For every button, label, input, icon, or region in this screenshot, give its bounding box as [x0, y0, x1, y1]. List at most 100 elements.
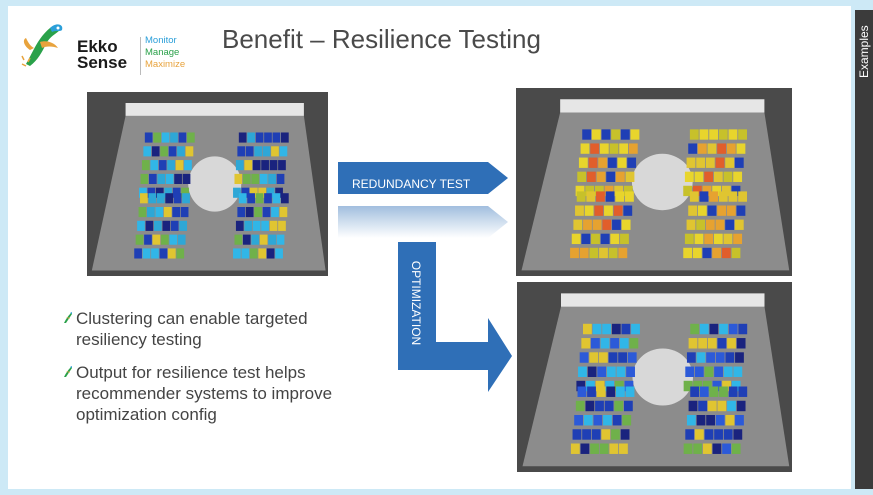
rack-unit — [605, 380, 615, 392]
rack-unit — [591, 233, 600, 245]
rack-unit — [707, 143, 717, 154]
redundancy-test-label: REDUNDANCY TEST — [352, 177, 471, 191]
rack-unit — [606, 386, 616, 397]
rack-unit — [276, 173, 285, 184]
rack-unit — [577, 386, 587, 397]
rack-unit — [704, 366, 714, 377]
gecko-bullet-icon — [64, 366, 72, 377]
rack-unit — [233, 187, 241, 198]
rack-unit — [683, 185, 693, 197]
rack-unit — [704, 429, 714, 440]
rack-unit — [726, 143, 736, 154]
rack-unit — [261, 220, 269, 231]
rack-unit — [586, 380, 595, 392]
rack-unit — [579, 247, 589, 259]
rack-unit — [170, 220, 179, 231]
rack-unit — [237, 207, 246, 218]
rack-unit — [736, 400, 746, 412]
rack-unit — [709, 386, 719, 397]
rack-unit — [612, 415, 622, 426]
gecko-bullet-icon — [64, 312, 72, 323]
rack-unit — [736, 143, 746, 154]
rack-unit — [611, 429, 620, 440]
rack-unit — [698, 400, 708, 412]
rack-unit — [719, 386, 728, 397]
rack-unit — [584, 205, 594, 216]
rack-unit — [598, 352, 608, 363]
rack-unit — [582, 129, 592, 140]
optimization-render-image — [517, 282, 792, 472]
rack-unit — [242, 234, 251, 245]
rack-unit — [619, 338, 629, 349]
rack-unit — [608, 352, 618, 363]
rack-unit — [688, 143, 698, 154]
rack-unit — [694, 171, 704, 182]
rack-unit — [259, 234, 268, 245]
rack-unit — [622, 415, 632, 426]
datacenter-render — [522, 293, 790, 467]
rack-unit — [609, 443, 619, 454]
rack-unit — [162, 220, 171, 231]
rack-unit — [727, 400, 736, 412]
rack-unit — [579, 352, 589, 363]
rack-unit — [244, 160, 253, 171]
rack-unit — [241, 248, 250, 259]
rack-unit — [733, 429, 743, 440]
rack-unit — [704, 171, 714, 182]
back-wall — [561, 293, 765, 307]
rack-unit — [182, 173, 191, 184]
rack-unit — [176, 248, 185, 259]
rack-unit — [581, 338, 591, 349]
rack-unit — [167, 160, 175, 171]
rack-unit — [601, 429, 611, 440]
rack-unit — [591, 129, 601, 140]
rack-unit — [706, 352, 715, 363]
rack-unit — [271, 146, 279, 157]
rack-unit — [696, 415, 706, 426]
rack-unit — [258, 187, 267, 198]
rack-unit — [583, 323, 592, 335]
rack-unit — [587, 366, 597, 377]
rack-unit — [281, 132, 289, 143]
rack-unit — [722, 380, 731, 392]
rack-unit — [686, 352, 696, 363]
rack-unit — [570, 443, 580, 454]
rack-unit — [570, 247, 579, 259]
rack-unit — [699, 386, 709, 397]
rack-unit — [626, 366, 635, 377]
rack-unit — [251, 234, 260, 245]
rack-unit — [173, 193, 182, 204]
light-spot — [631, 153, 693, 211]
rack-unit — [705, 219, 715, 230]
rack-unit — [182, 193, 190, 204]
rack-unit — [689, 191, 699, 202]
bullet-text: Clustering can enable targeted resilienc… — [76, 309, 308, 349]
rack-unit — [261, 160, 269, 171]
rack-unit — [594, 185, 604, 197]
tag-monitor: Monitor — [145, 35, 177, 46]
rack-unit — [140, 193, 148, 204]
rack-unit — [187, 132, 195, 143]
rack-unit — [727, 338, 736, 349]
rack-unit — [616, 386, 625, 397]
datacenter-render — [521, 99, 790, 271]
rack-unit — [148, 193, 157, 204]
bullet-text: Output for resilience test helps recomme… — [76, 363, 333, 424]
rack-unit — [619, 443, 628, 454]
rack-unit — [163, 207, 172, 218]
side-tab[interactable]: Examples — [855, 10, 873, 489]
rack-unit — [707, 400, 717, 412]
rack-unit — [156, 193, 165, 204]
rack-unit — [255, 132, 264, 143]
rack-unit — [587, 386, 596, 397]
rack-unit — [728, 323, 738, 335]
rack-unit — [238, 193, 247, 204]
rack-unit — [602, 219, 612, 230]
rack-unit — [172, 207, 181, 218]
rack-unit — [235, 160, 244, 171]
rack-unit — [728, 191, 738, 202]
rack-unit — [589, 352, 599, 363]
rack-unit — [164, 187, 173, 198]
rack-unit — [583, 415, 593, 426]
rack-unit — [612, 219, 621, 230]
